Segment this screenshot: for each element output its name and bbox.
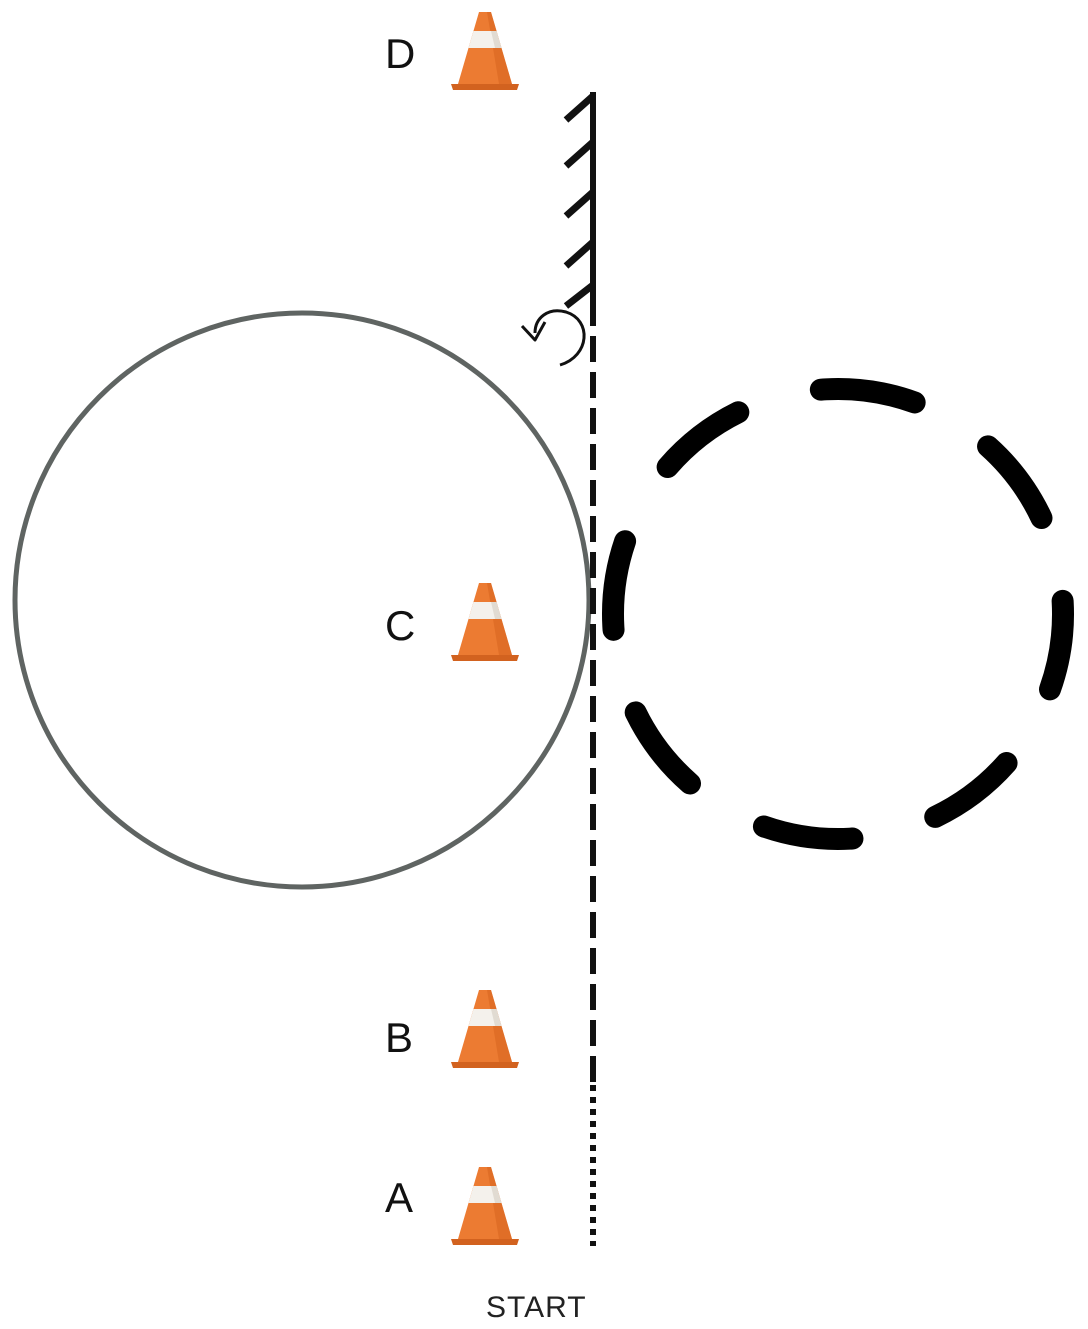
cone-label-d: D <box>385 30 416 77</box>
cone-label-c: C <box>385 602 416 649</box>
cone-label-b: B <box>385 1014 414 1061</box>
start-label: START <box>486 1291 587 1324</box>
dashed-circle <box>602 378 1074 850</box>
traffic-cone-icon <box>451 12 519 90</box>
cone-label-a: A <box>385 1174 414 1221</box>
traffic-cone-icon <box>451 990 519 1068</box>
traffic-cone-icon <box>451 583 519 661</box>
counterclockwise-turn-arrow-icon <box>520 309 586 367</box>
solid-circle <box>12 310 592 890</box>
hatched-wall <box>563 92 596 309</box>
traffic-cone-icon <box>451 1167 519 1245</box>
